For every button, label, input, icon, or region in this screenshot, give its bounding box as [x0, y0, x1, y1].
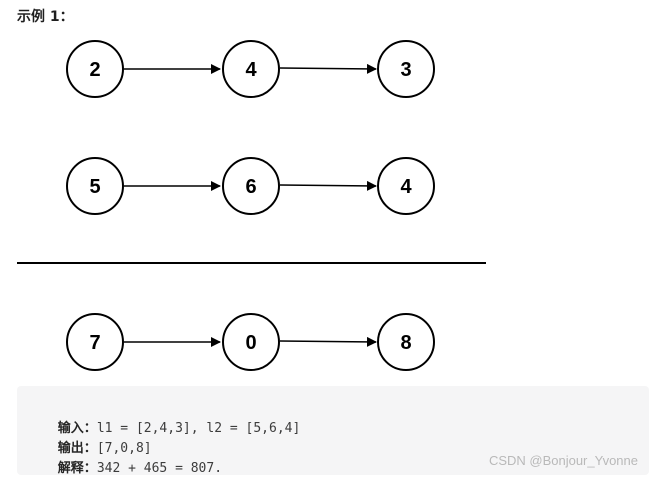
arrow-res-2 — [279, 336, 377, 347]
explain-value: 342 + 465 = 807. — [96, 461, 223, 476]
output-line: 输出：[7,0,8] — [33, 422, 152, 471]
output-value: [7,0,8] — [96, 441, 152, 456]
example-code-block: 输入：l1 = [2,4,3], l2 = [5,6,4] 输出：[7,0,8]… — [17, 386, 649, 477]
node-value: 4 — [400, 176, 412, 198]
node-value: 6 — [245, 176, 256, 198]
arrow-l2-2 — [279, 180, 377, 191]
node-value: 4 — [245, 59, 257, 81]
linked-list-diagram: 2 4 3 5 6 4 7 0 8 — [17, 40, 486, 371]
list-l2: 5 6 4 — [66, 157, 435, 215]
explain-line: 解释：342 + 465 = 807. — [33, 442, 222, 477]
node-circle — [222, 313, 280, 371]
input-line: 输入：l1 = [2,4,3], l2 = [5,6,4] — [33, 402, 301, 451]
arrow-l1-2 — [279, 63, 377, 74]
explain-label: 解释： — [57, 461, 97, 476]
node-circle — [377, 157, 435, 215]
list-result: 7 0 8 — [66, 313, 435, 371]
node-value: 5 — [89, 176, 100, 198]
list-l1: 2 4 3 — [66, 40, 435, 98]
node-circle — [66, 313, 124, 371]
node-value: 8 — [400, 332, 411, 354]
input-label: 输入： — [57, 421, 97, 436]
node-circle — [66, 157, 124, 215]
node-value: 7 — [89, 332, 100, 354]
input-value: l1 = [2,4,3], l2 = [5,6,4] — [96, 421, 301, 436]
node-circle — [222, 40, 280, 98]
node-value: 2 — [89, 59, 100, 81]
node-circle — [222, 157, 280, 215]
output-label: 输出： — [57, 441, 97, 456]
node-circle — [377, 313, 435, 371]
watermark: CSDN @Bonjour_Yvonne — [488, 453, 638, 468]
node-value: 3 — [400, 59, 411, 81]
node-value: 0 — [245, 332, 256, 354]
node-circle — [66, 40, 124, 98]
node-circle — [377, 40, 435, 98]
example-title: 示例 1： — [17, 9, 74, 25]
